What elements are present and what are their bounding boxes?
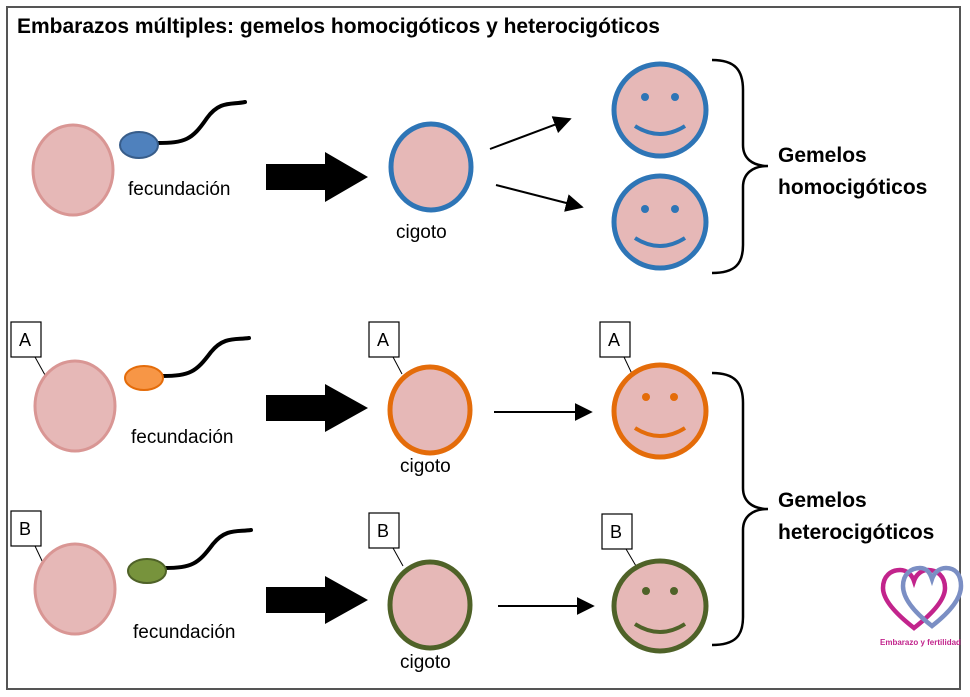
egg-cell	[33, 359, 117, 453]
marker-box-b	[10, 510, 42, 547]
marker-pointer	[392, 356, 403, 375]
identical-group-label-2: homocigóticos	[778, 176, 927, 199]
fertilization-arrow	[266, 384, 368, 432]
marker-label-b: B	[610, 522, 622, 542]
zygote-label: cigoto	[400, 652, 451, 673]
marker-pointer	[392, 547, 404, 567]
marker-box-b	[601, 513, 633, 550]
identical-row: fecundación cigoto Gemelos homocigóticos	[31, 58, 927, 275]
logo-text: Embarazo y fertilidad	[880, 638, 961, 647]
fraternal-twin-face-b	[611, 558, 709, 654]
diagram-frame	[6, 6, 961, 690]
fertilization-label: fecundación	[131, 427, 233, 448]
fraternal-group-label-2: heterocigóticos	[778, 521, 934, 544]
identical-twin-face-2	[611, 173, 709, 271]
egg-cell	[33, 542, 117, 636]
logo: Embarazo y fertilidad	[880, 565, 964, 647]
marker-label-a: A	[19, 330, 31, 350]
marker-box-a	[599, 321, 631, 358]
heart-pink-icon	[880, 567, 948, 631]
marker-label-a: A	[608, 330, 620, 350]
split-arrow-down	[495, 184, 584, 212]
identical-brace	[711, 58, 769, 275]
zygote-cell	[388, 121, 474, 213]
fertilization-label: fecundación	[128, 179, 230, 200]
zygote-cell	[387, 559, 473, 651]
marker-box-a	[10, 321, 42, 358]
fraternal-row-b: B fecundación B cigoto B	[10, 510, 709, 673]
marker-pointer	[34, 356, 46, 376]
fertilization-arrow	[266, 576, 368, 624]
marker-pointer	[625, 548, 637, 567]
marker-label-a: A	[377, 330, 389, 350]
zygote-label: cigoto	[400, 456, 451, 477]
marker-label-b: B	[377, 521, 389, 541]
zygote-label: cigoto	[396, 222, 447, 243]
identical-twin-face-1	[611, 61, 709, 159]
heart-blue-icon	[900, 565, 964, 629]
fraternal-twin-face-a	[611, 362, 709, 460]
diagram-title: Embarazos múltiples: gemelos homocigótic…	[17, 15, 660, 38]
zygote-cell	[387, 364, 473, 456]
fertilization-arrow	[266, 152, 368, 202]
split-arrow-up	[489, 116, 572, 150]
sperm-cell-blue	[119, 100, 247, 159]
fraternal-group-label-1: Gemelos	[778, 489, 867, 512]
marker-box-a	[368, 321, 400, 358]
fraternal-row-a: A fecundación A cigoto A	[10, 321, 709, 477]
fraternal-brace	[711, 371, 769, 647]
sperm-cell-orange	[124, 336, 251, 391]
egg-cell	[31, 123, 115, 217]
fertilization-label: fecundación	[133, 622, 235, 643]
identical-group-label-1: Gemelos	[778, 144, 867, 167]
sperm-cell-green	[127, 528, 253, 584]
marker-box-b	[368, 512, 400, 549]
marker-label-b: B	[19, 519, 31, 539]
